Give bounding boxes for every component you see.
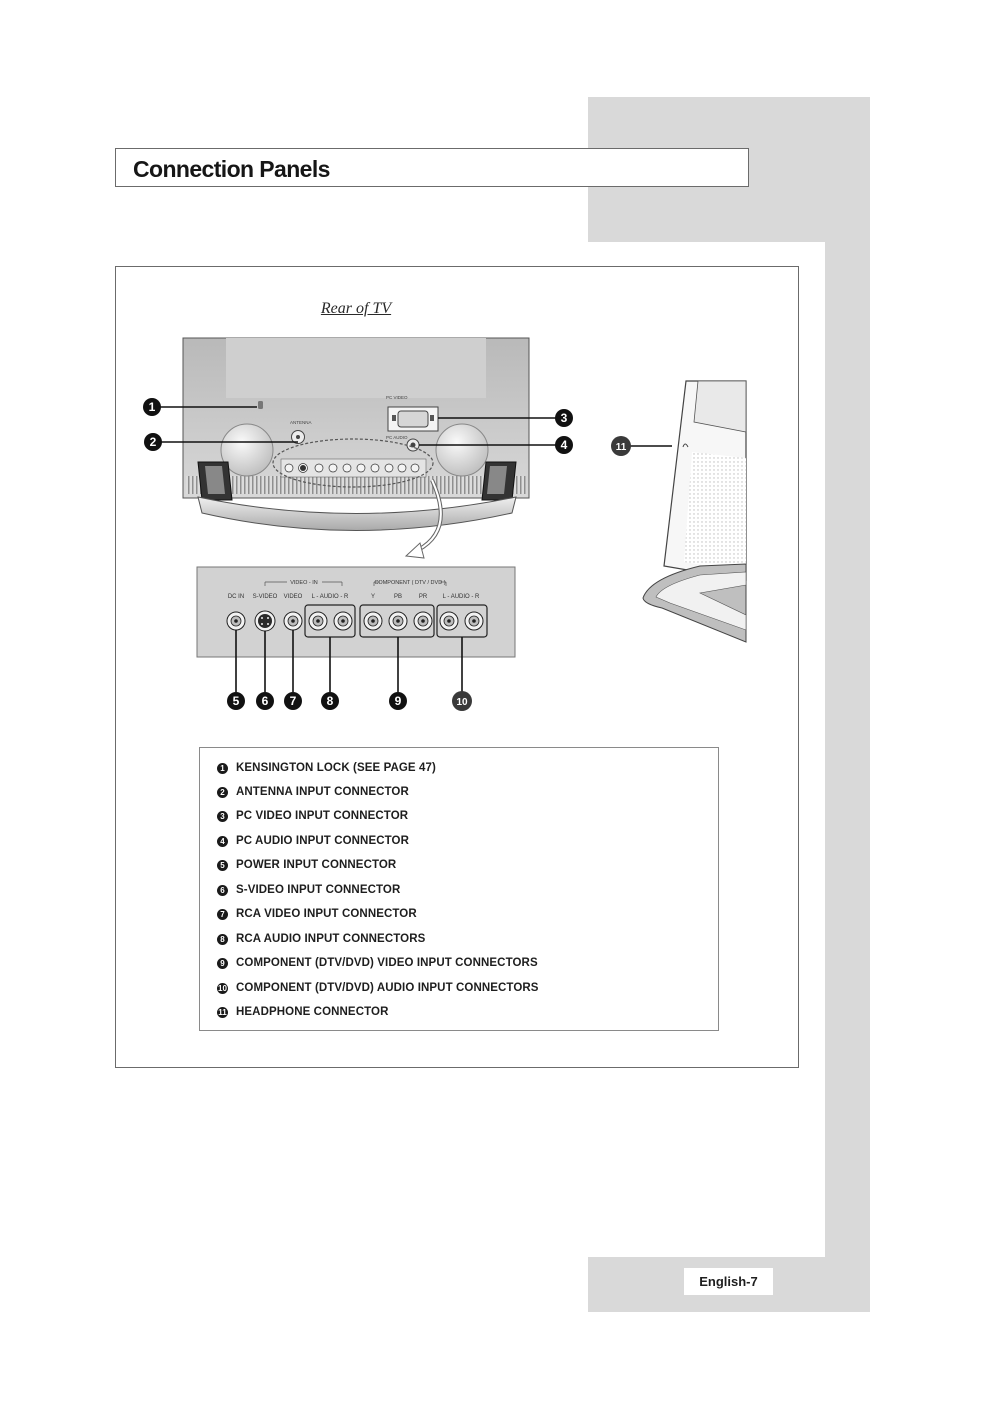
legend-number: 4	[217, 835, 228, 847]
diagram-caption-wrap: Rear of TV	[0, 300, 992, 318]
legend-item: 3 PC VIDEO INPUT CONNECTOR	[217, 806, 408, 826]
legend-text: S-VIDEO INPUT CONNECTOR	[236, 884, 401, 896]
jack-label-dc-in: DC IN	[228, 594, 244, 600]
legend-text: HEADPHONE CONNECTOR	[236, 1006, 389, 1018]
diagram-caption: Rear of TV	[320, 300, 392, 317]
legend-item: 10 COMPONENT (DTV/DVD) AUDIO INPUT CONNE…	[217, 978, 539, 998]
page-title: Connection Panels	[133, 156, 330, 182]
legend-number: 3	[217, 810, 228, 822]
svg-text:2: 2	[150, 435, 157, 449]
jack-label-y: Y	[371, 594, 375, 600]
legend-number: 1	[217, 762, 228, 774]
page-number: English-7	[684, 1268, 773, 1295]
antenna-small-label: ANTENNA	[290, 420, 312, 425]
svg-text:8: 8	[327, 694, 334, 708]
leader-lines	[160, 406, 672, 692]
pc-video-small-label: PC VIDEO	[386, 395, 408, 400]
callout-2: 2	[144, 433, 162, 451]
svg-text:9: 9	[395, 694, 402, 708]
legend-text: COMPONENT (DTV/DVD) AUDIO INPUT CONNECTO…	[236, 982, 539, 994]
legend-number: 5	[217, 859, 228, 871]
pc-audio-small-label: PC AUDIO	[386, 435, 408, 440]
zoom-arrow	[404, 479, 443, 559]
legend-item: 7 RCA VIDEO INPUT CONNECTOR	[217, 904, 417, 924]
legend-number: 9	[217, 957, 228, 969]
legend-item: 1 KENSINGTON LOCK (SEE PAGE 47)	[217, 758, 436, 778]
legend-item: 6 S-VIDEO INPUT CONNECTOR	[217, 880, 400, 900]
legend-text: POWER INPUT CONNECTOR	[236, 859, 397, 871]
callout-6: 6	[256, 692, 274, 710]
legend-text: RCA AUDIO INPUT CONNECTORS	[236, 933, 426, 945]
legend-number: 2	[217, 786, 228, 798]
legend-item: 9 COMPONENT (DTV/DVD) VIDEO INPUT CONNEC…	[217, 953, 538, 973]
callout-9: 9	[389, 692, 407, 710]
jack-label-audio-component: L - AUDIO - R	[443, 594, 480, 600]
jack-label-pr: PR	[419, 594, 428, 600]
legend-number: 7	[217, 908, 228, 920]
jack-label-video: VIDEO	[284, 594, 303, 600]
legend-text: COMPONENT (DTV/DVD) VIDEO INPUT CONNECTO…	[236, 957, 538, 969]
tv-side-view	[642, 380, 747, 643]
legend-item: 4 PC AUDIO INPUT CONNECTOR	[217, 831, 409, 851]
jack-label-pb: PB	[394, 594, 402, 600]
legend-text: RCA VIDEO INPUT CONNECTOR	[236, 908, 417, 920]
jack-panel: VIDEO - IN COMPONENT ( DTV / DVD ) DC IN…	[196, 566, 516, 658]
callout-10: 10	[452, 691, 472, 711]
jack-label-s-video: S-VIDEO	[253, 594, 278, 600]
callout-5: 5	[227, 692, 245, 710]
callout-8: 8	[321, 692, 339, 710]
jack-label-audio-video-in: L - AUDIO - R	[312, 594, 349, 600]
legend-text: ANTENNA INPUT CONNECTOR	[236, 786, 409, 798]
legend-number: 8	[217, 933, 228, 945]
legend-number: 6	[217, 884, 228, 896]
title-box: Connection Panels	[115, 148, 749, 187]
legend-box: 1 KENSINGTON LOCK (SEE PAGE 47) 2 ANTENN…	[199, 747, 719, 1031]
legend-item: 5 POWER INPUT CONNECTOR	[217, 855, 396, 875]
callouts: 1 2 3 4 11 5 6 7 8 9 10	[143, 398, 631, 711]
callout-1: 1	[143, 398, 161, 416]
legend-item: 8 RCA AUDIO INPUT CONNECTORS	[217, 929, 425, 949]
svg-text:6: 6	[262, 694, 269, 708]
callout-4: 4	[555, 436, 573, 454]
svg-text:10: 10	[456, 697, 468, 708]
svg-text:7: 7	[290, 694, 297, 708]
component-group-label: COMPONENT ( DTV / DVD )	[374, 580, 445, 586]
svg-text:1: 1	[149, 400, 156, 414]
svg-text:5: 5	[233, 694, 240, 708]
legend-text: PC VIDEO INPUT CONNECTOR	[236, 810, 409, 822]
callout-3: 3	[555, 409, 573, 427]
legend-item: 11 HEADPHONE CONNECTOR	[217, 1002, 388, 1022]
legend-item: 2 ANTENNA INPUT CONNECTOR	[217, 782, 409, 802]
video-in-group-label: VIDEO - IN	[290, 580, 318, 586]
svg-text:4: 4	[561, 438, 568, 452]
tv-rear-body: PC VIDEO PC AUDIO ANTENNA	[182, 337, 530, 531]
callout-11: 11	[611, 436, 631, 456]
legend-number: 11	[217, 1006, 228, 1018]
callout-7: 7	[284, 692, 302, 710]
svg-text:11: 11	[616, 442, 627, 453]
legend-text: PC AUDIO INPUT CONNECTOR	[236, 835, 409, 847]
gray-band-side	[825, 97, 870, 1312]
svg-text:3: 3	[561, 411, 568, 425]
legend-number: 10	[217, 982, 228, 994]
legend-text: KENSINGTON LOCK (SEE PAGE 47)	[236, 762, 436, 774]
